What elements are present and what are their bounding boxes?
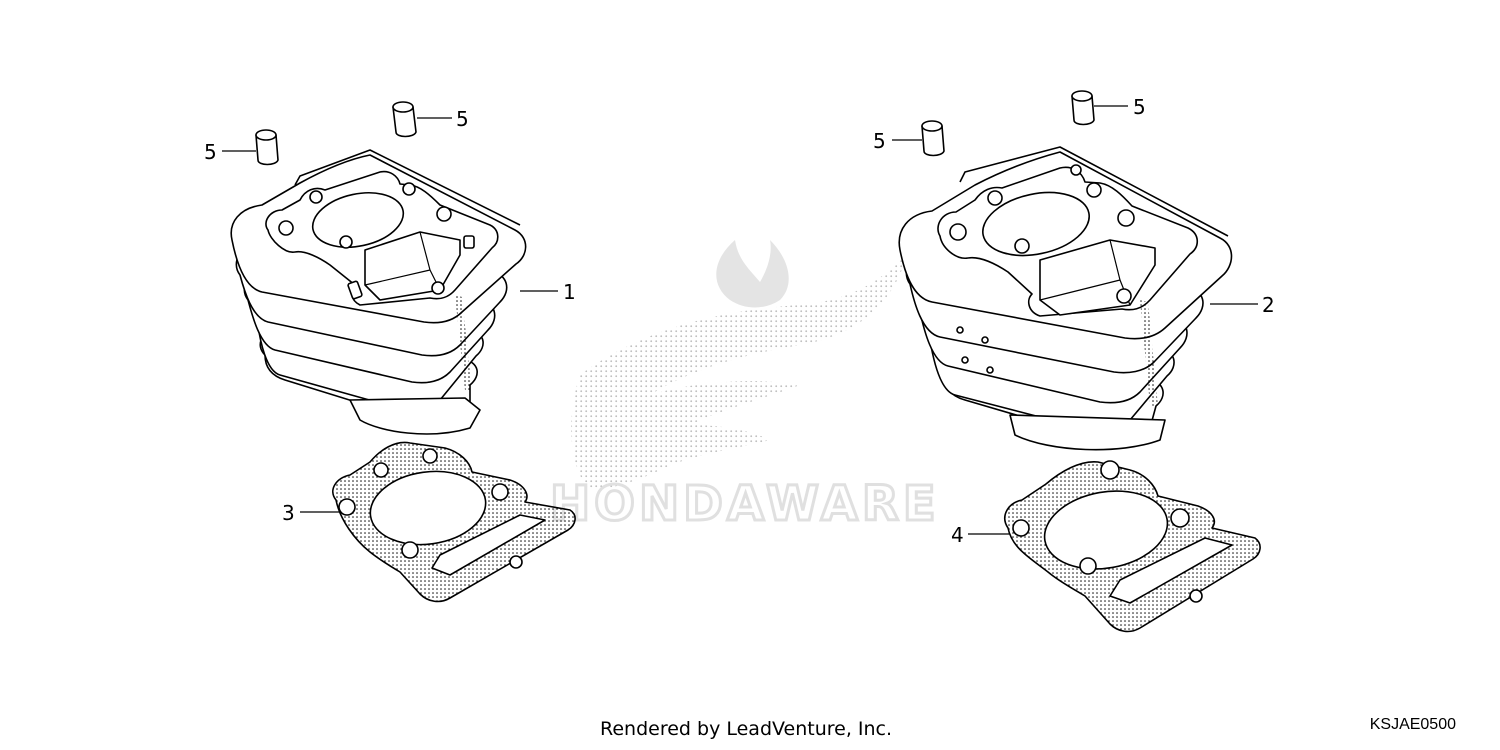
- dowel-pin: [921, 120, 945, 157]
- dowel-pin: [392, 101, 417, 138]
- callout-1: 1: [563, 280, 576, 304]
- gasket-right: [1004, 460, 1261, 633]
- callout-2: 2: [1262, 293, 1275, 317]
- footer-credit: Rendered by LeadVenture, Inc.: [600, 718, 893, 740]
- dowel-pin: [1071, 90, 1095, 126]
- callout-4: 4: [951, 523, 964, 547]
- callout-5-right-outer: 5: [873, 129, 886, 153]
- callout-5-left-outer: 5: [204, 140, 217, 164]
- callout-5-right-inner: 5: [1133, 95, 1146, 119]
- gasket-left: [332, 441, 576, 603]
- cylinder-right: [898, 146, 1233, 451]
- cylinder-left: [230, 149, 527, 435]
- dowel-pin: [255, 129, 279, 166]
- diagram-code: KSJAE0500: [1369, 716, 1456, 733]
- callout-3: 3: [282, 501, 295, 525]
- honda-wing-icon: HONDAWARE: [549, 240, 940, 534]
- leader-lines: [222, 105, 1258, 535]
- svg-text:HONDAWARE: HONDAWARE: [550, 476, 940, 532]
- callout-5-left-inner: 5: [456, 107, 469, 131]
